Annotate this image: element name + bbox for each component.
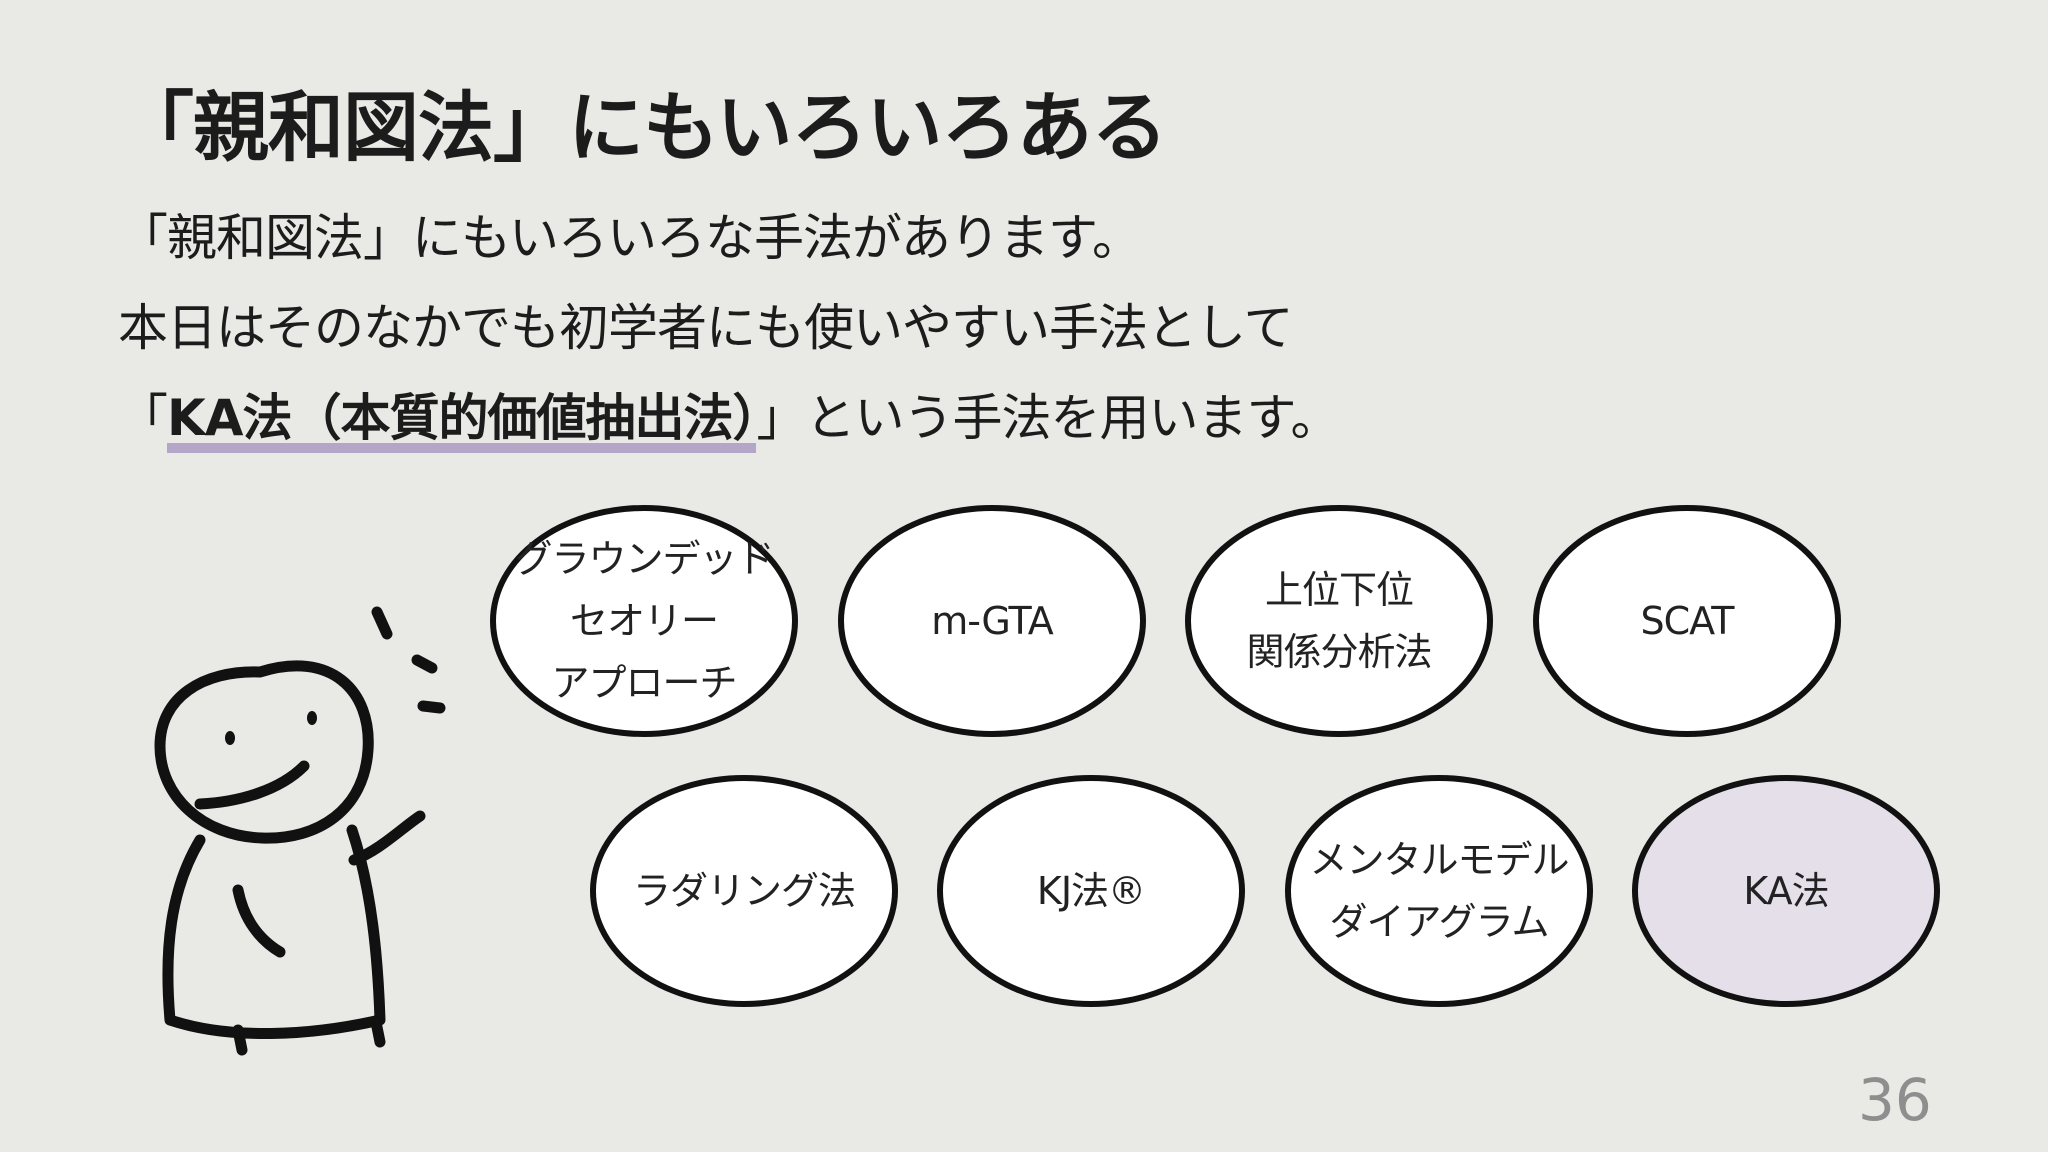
method-ellipse-laddering: ラダリング法: [590, 775, 898, 1007]
method-ellipse-grounded-theory: グラウンデッド セオリー アプローチ: [490, 505, 798, 737]
method-ellipse-hierarchy-analysis: 上位下位 関係分析法: [1185, 505, 1493, 737]
stick-figure-waving-icon: [154, 606, 446, 1056]
method-ellipse-ka: KA法: [1632, 775, 1940, 1007]
method-label: SCAT: [1640, 599, 1735, 643]
method-label: グラウンデッド セオリー アプローチ: [514, 537, 774, 705]
method-ellipse-kj: KJ法®: [937, 775, 1245, 1007]
method-label: ラダリング法: [632, 869, 856, 913]
highlighted-method-name: KA法（本質的価値抽出法）: [167, 389, 757, 455]
method-label: m-GTA: [931, 599, 1053, 643]
method-label: KA法: [1743, 869, 1829, 913]
method-label: KJ法®: [1036, 869, 1146, 913]
method-ellipse-mental-model: メンタルモデル ダイアグラム: [1285, 775, 1593, 1007]
page-number: 36: [1858, 1066, 1932, 1134]
method-ellipse-scat: SCAT: [1533, 505, 1841, 737]
method-label: 上位下位 関係分析法: [1246, 568, 1432, 674]
method-label: メンタルモデル ダイアグラム: [1309, 838, 1569, 944]
open-bracket: 「: [118, 389, 168, 447]
body-line-3: 「KA法（本質的価値抽出法）」という手法を用います。: [118, 378, 1340, 455]
page-title: 「親和図法」にもいろいろある: [118, 83, 1167, 172]
body-line-2: 本日はそのなかでも初学者にも使いやすい手法として: [118, 299, 1293, 357]
body-line-1: 「親和図法」にもいろいろな手法があります。: [118, 209, 1142, 267]
method-ellipse-m-gta: m-GTA: [838, 505, 1146, 737]
line3-rest: 」という手法を用います。: [756, 389, 1340, 447]
